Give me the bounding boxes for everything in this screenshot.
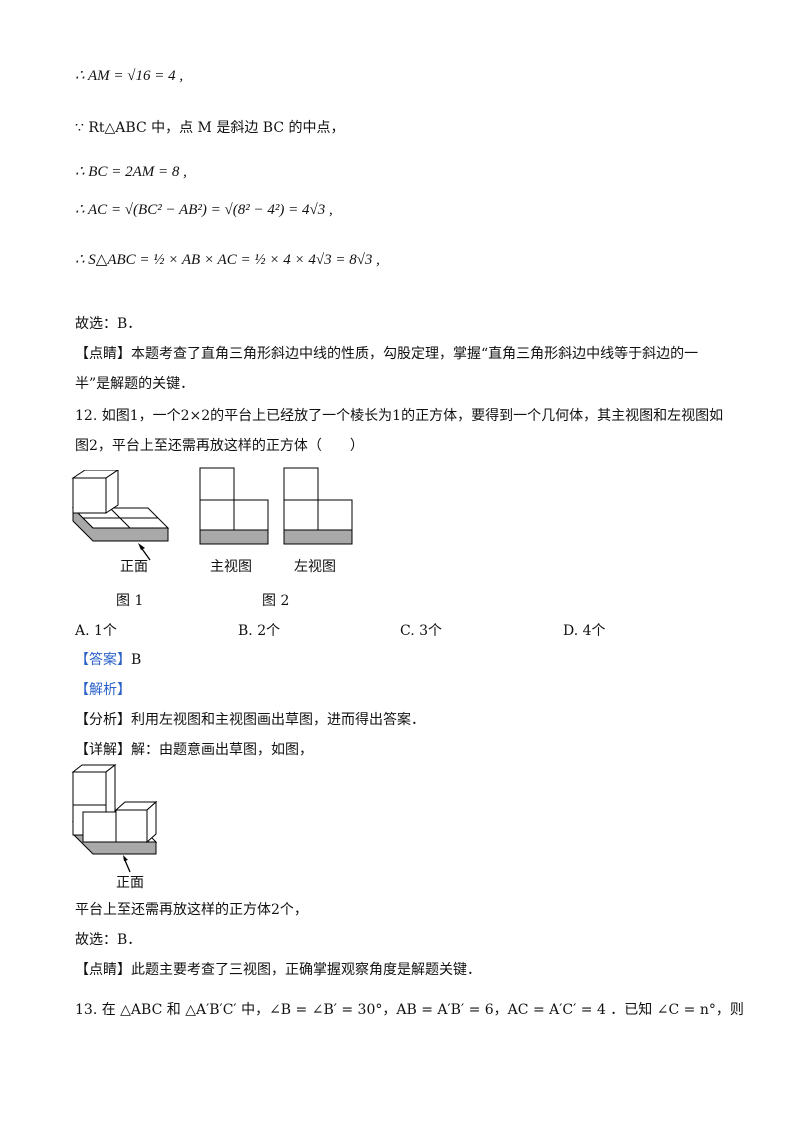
- figure-1-drawing: [71, 470, 170, 561]
- dianjing-line-2: 半”是解题的关键．: [75, 376, 195, 392]
- option-b: B. 2个: [238, 623, 281, 639]
- question-12-line-1: 12. 如图1，一个2×2的平台上已经放了一个棱长为1的正方体，要得到一个几何体…: [75, 408, 724, 424]
- option-d: D. 4个: [563, 623, 606, 639]
- main-view-label: 主视图: [210, 559, 252, 575]
- line-am: ∴ AM = √16 = 4 ,: [75, 68, 184, 84]
- choice-line-2: 故选：B．: [75, 932, 142, 948]
- dianjing-line-3: 【点睛】此题主要考查了三视图，正确掌握观察角度是解题关键．: [75, 962, 481, 978]
- figure-2-caption: 图 2: [262, 593, 290, 609]
- conclusion-line: 平台上至还需再放这样的正方体2个，: [75, 902, 308, 918]
- option-c: C. 3个: [400, 623, 443, 639]
- choice-line: 故选：B．: [75, 316, 142, 332]
- line-rt-abc: ∵ Rt△ABC 中，点 M 是斜边 BC 的中点，: [75, 120, 345, 136]
- xiangjie-line: 【详解】解：由题意画出草图，如图，: [75, 742, 313, 758]
- line-ac: ∴ AC = √(BC² − AB²) = √(8² − 4²) = 4√3 ,: [75, 202, 333, 218]
- question-13-line: 13. 在 △ABC 和 △A′B′C′ 中，∠B = ∠B′ = 30°，AB…: [75, 1002, 744, 1018]
- line-bc: ∴ BC = 2AM = 8 ,: [75, 164, 187, 180]
- answer-tag: 【答案】: [75, 652, 131, 668]
- answer-line: 【答案】B: [75, 650, 141, 670]
- option-a: A. 1个: [75, 623, 117, 639]
- main-view-drawing: [199, 467, 269, 545]
- sketch-front-label: 正面: [116, 875, 144, 891]
- fenxi-line: 【分析】利用左视图和主视图画出草图，进而得出答案．: [75, 712, 425, 728]
- left-view-label: 左视图: [294, 559, 336, 575]
- sketch-drawing: [71, 763, 158, 873]
- figure-1-front-label: 正面: [120, 559, 148, 575]
- dianjing-line-1: 【点睛】本题考查了直角三角形斜边中线的性质，勾股定理，掌握“直角三角形斜边中线等…: [75, 346, 699, 362]
- answer-value: B: [131, 652, 142, 668]
- line-area: ∴ S△ABC = ½ × AB × AC = ½ × 4 × 4√3 = 8√…: [75, 252, 380, 268]
- left-view-drawing: [283, 467, 353, 545]
- analysis-tag: 【解析】: [75, 682, 131, 698]
- figure-1-caption: 图 1: [116, 593, 144, 609]
- question-12-line-2: 图2，平台上至还需再放这样的正方体（ ）: [75, 438, 364, 454]
